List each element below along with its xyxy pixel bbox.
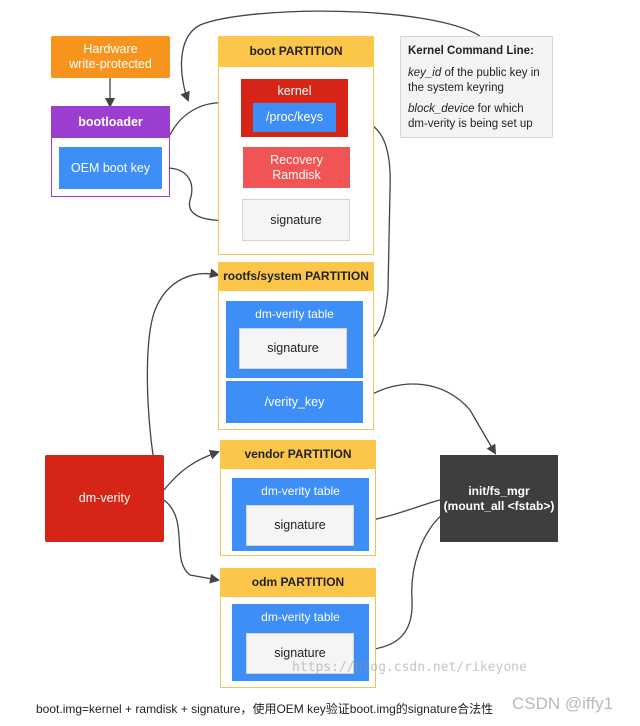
odm-partition-title: odm PARTITION [220,568,376,597]
vendor-signature: signature [246,505,354,546]
recovery-line1: Recovery [270,152,323,167]
init-line1: init/fs_mgr [468,483,530,498]
csdn-watermark: CSDN @iffy1 [512,694,614,713]
arrow-dmverity-to-rootfs [146,268,220,489]
watermark-text: https://blog.csdn.net/rikeyone [292,660,527,675]
dm-verity-box: dm-verity [45,455,164,542]
odm-dm-verity-table: dm-verity table signature [232,604,369,681]
boot-partition: boot PARTITION kernel /proc/keys Recover… [218,36,374,255]
init-fs-mgr-box: init/fs_mgr (mount_all <fstab>) [440,455,558,542]
proc-keys: /proc/keys [253,103,336,132]
rootfs-dm-verity-table: dm-verity table signature [226,301,363,378]
block-device-term: block_device [408,102,475,115]
kernel-box: kernel /proc/keys [241,79,348,137]
vendor-partition: vendor PARTITION dm-verity table signatu… [220,440,376,556]
odm-partition: odm PARTITION dm-verity table signature [220,568,376,688]
rootfs-signature: signature [239,328,347,369]
block-device-description: block_device for which dm-verity is bein… [408,102,545,133]
arrow-dmverity-to-vendor [163,449,220,491]
arrow-init-to-odm-signature [352,509,449,656]
odm-table-label: dm-verity table [261,610,340,624]
hardware-line1: Hardware [83,42,138,56]
vendor-table-label: dm-verity table [261,484,340,498]
kernel-label: kernel [277,83,312,98]
verity-key: /verity_key [226,381,363,423]
key-id-term: key_id [408,66,442,79]
boot-partition-title: boot PARTITION [218,36,374,67]
vendor-dm-verity-table: dm-verity table signature [232,478,369,551]
recovery-line2: Ramdisk [272,167,321,182]
hardware-line2: write-protected [69,57,152,71]
odm-signature: signature [246,633,354,674]
footer-caption: boot.img=kernel + ramdisk + signature，使用… [36,702,494,716]
arrow-cmdline-to-boot [180,10,481,102]
key-id-text: of the public key in the system keyring [408,66,540,95]
rootfs-partition: rootfs/system PARTITION dm-verity table … [218,262,374,430]
kernel-cmdline-title: Kernel Command Line: [408,45,534,57]
hardware-box: Hardware write-protected [51,36,170,78]
init-line2: (mount_all <fstab>) [443,498,555,513]
vendor-partition-title: vendor PARTITION [220,440,376,469]
rootfs-table-label: dm-verity table [255,307,334,321]
bootloader-title: bootloader [51,106,170,138]
recovery-ramdisk: Recovery Ramdisk [243,147,350,188]
arrow-dmverity-to-odm [163,499,220,584]
rootfs-partition-title: rootfs/system PARTITION [218,262,374,291]
oem-boot-key: OEM boot key [59,147,162,189]
arrow-veritykey-to-init [361,383,497,455]
bootloader-box: bootloader OEM boot key [51,106,170,197]
kernel-command-line-note: Kernel Command Line: key_id of the publi… [400,36,553,138]
boot-signature: signature [242,199,350,241]
key-id-description: key_id of the public key in the system k… [408,66,545,97]
block-device-text: for which dm-verity is being set up [408,102,533,131]
